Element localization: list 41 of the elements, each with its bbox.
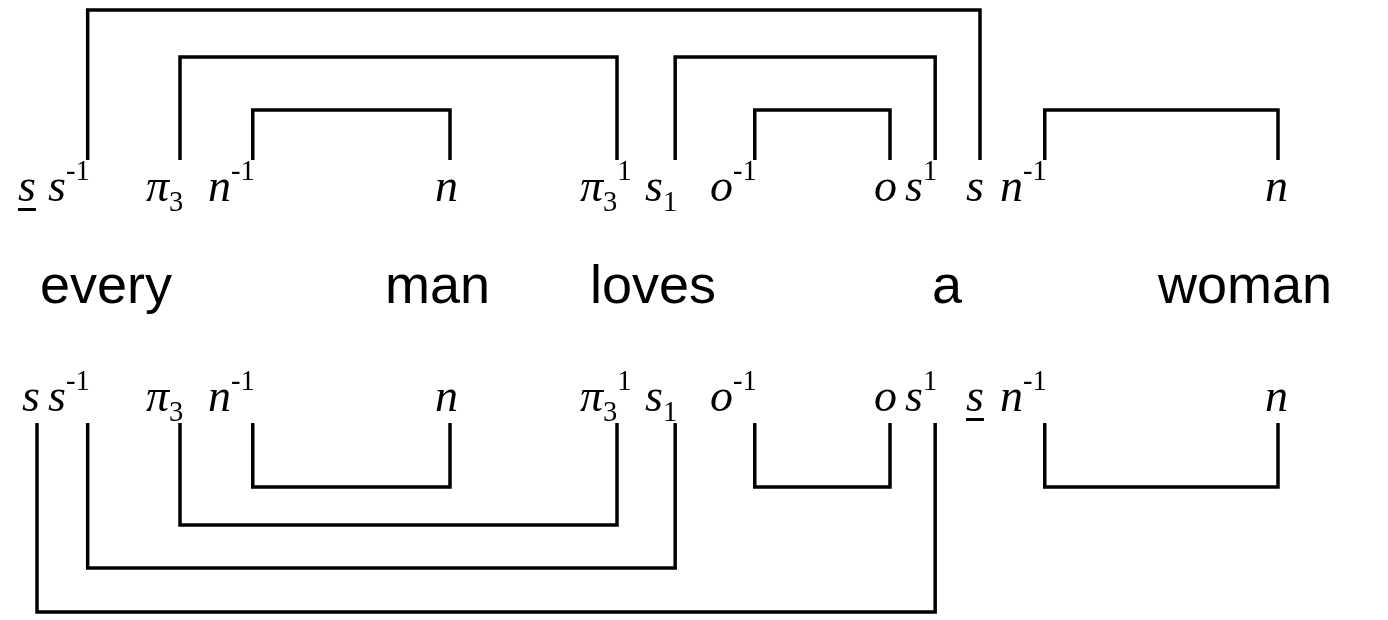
link-line bbox=[178, 422, 619, 527]
link-line bbox=[1043, 108, 1280, 160]
type-symbol: s bbox=[966, 370, 984, 423]
type-symbol: s$_{1}$ bbox=[645, 160, 678, 213]
type-symbol: o$^{-1}$ bbox=[710, 160, 757, 213]
link-line bbox=[35, 422, 937, 614]
link-line bbox=[753, 108, 892, 160]
type-symbol: s bbox=[22, 370, 40, 423]
type-symbol: n bbox=[1265, 370, 1288, 423]
type-symbol: n bbox=[1265, 160, 1288, 213]
type-symbol: s$^{-1}$ bbox=[48, 160, 90, 213]
word-label: every bbox=[40, 255, 173, 315]
link-line bbox=[1043, 422, 1280, 489]
link-line bbox=[673, 55, 937, 160]
link-line bbox=[85, 8, 982, 160]
type-symbol: n$^{-1}$ bbox=[1000, 160, 1047, 213]
type-symbol: o bbox=[874, 370, 897, 423]
type-symbol: π$_{3}$ bbox=[146, 160, 184, 213]
link-line bbox=[251, 422, 452, 489]
type-symbol: s$^{1}$ bbox=[905, 370, 938, 423]
word-label: a bbox=[932, 255, 963, 315]
type-symbol: n bbox=[435, 160, 458, 213]
word-label: woman bbox=[1158, 255, 1333, 315]
type-symbol: n$^{-1}$ bbox=[208, 160, 255, 213]
type-symbol: s$^{1}$ bbox=[905, 160, 938, 213]
type-symbol: s bbox=[966, 160, 984, 213]
word-label: loves bbox=[590, 255, 717, 315]
link-line bbox=[85, 422, 677, 570]
type-symbol: o$^{-1}$ bbox=[710, 370, 757, 423]
type-symbol: n$^{-1}$ bbox=[1000, 370, 1047, 423]
type-symbol: s bbox=[18, 160, 36, 213]
link-line bbox=[178, 55, 619, 160]
type-symbol: o bbox=[874, 160, 897, 213]
type-symbol: n$^{-1}$ bbox=[208, 370, 255, 423]
word-label: man bbox=[385, 255, 491, 315]
type-symbol: π$_{3}$ bbox=[146, 370, 184, 423]
link-line bbox=[753, 422, 892, 489]
type-symbol: s$^{-1}$ bbox=[48, 370, 90, 423]
type-symbol: n bbox=[435, 370, 458, 423]
type-symbol: s$_{1}$ bbox=[645, 370, 678, 423]
link-line bbox=[251, 108, 452, 160]
